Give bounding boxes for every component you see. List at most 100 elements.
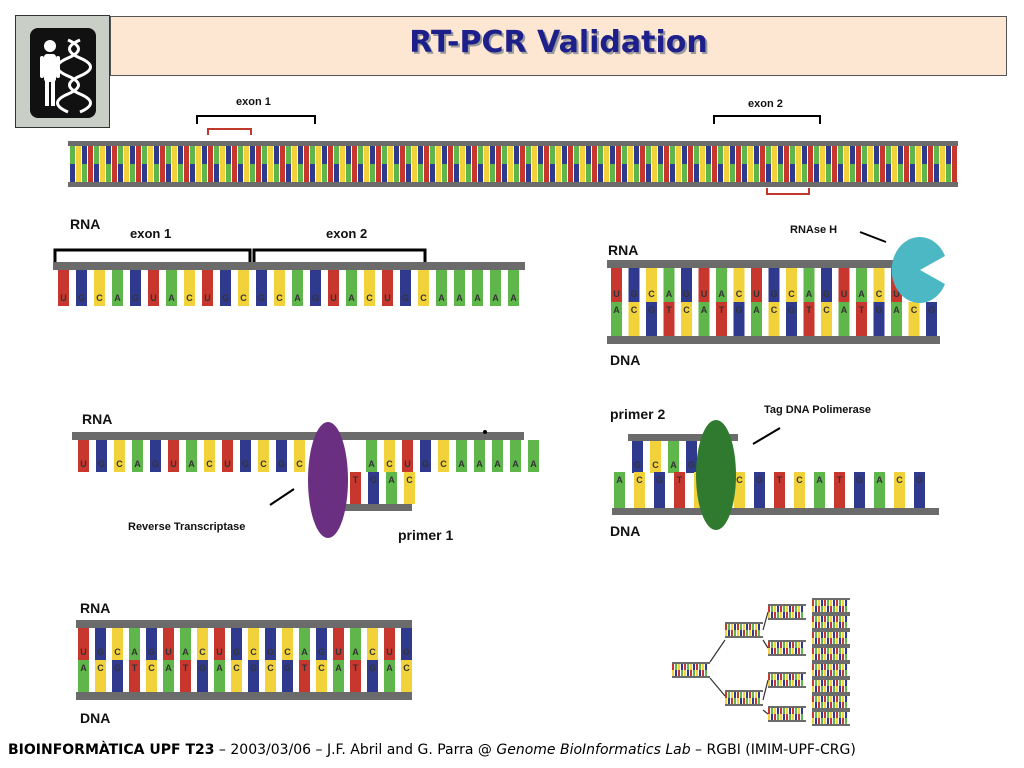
- pcr-branch: [709, 677, 726, 697]
- pcr-cycle4-7-base: [824, 712, 826, 718]
- genome-base: [688, 164, 693, 182]
- rt-rna-letter: C: [206, 459, 213, 469]
- pcr-cycle4-0-base: [839, 606, 841, 612]
- pcr-cycle4-1-base: [827, 616, 829, 622]
- pcr-cycle4-1-base: [824, 622, 826, 628]
- genome-base: [946, 164, 951, 182]
- pcr-cycle2b-base: [752, 698, 754, 704]
- pcr-cycle4-7-base: [833, 718, 835, 724]
- rnase-rna-letter: C: [648, 289, 655, 299]
- pcr-cycle2a-base: [740, 624, 742, 630]
- pcr-cycle4-1-base: [842, 622, 844, 628]
- mrna-letter: U: [60, 293, 67, 303]
- pcr-cycle4-0-base: [818, 600, 820, 606]
- genome-base: [772, 164, 777, 182]
- hyb-rna-letter: A: [131, 647, 138, 657]
- rt-rna-base: [204, 440, 215, 472]
- rnase-dna-base: [803, 302, 815, 336]
- pcr-cycle4-3-base: [842, 648, 844, 654]
- pcr-cycle4-5-base: [830, 686, 832, 692]
- rnase-dna-base: [891, 302, 902, 336]
- pcr-cycle2b-base: [734, 692, 736, 698]
- pcr-cycle3-0-base: [771, 606, 773, 612]
- mrna-base: [364, 270, 375, 306]
- pcr-cycle3-1-base: [777, 648, 779, 654]
- genome-base: [928, 146, 933, 164]
- pcr-cycle2b-base: [758, 698, 760, 704]
- pcr-cycle2b-base: [731, 692, 733, 698]
- mrna-base: [418, 270, 429, 306]
- rt-rna-base: [474, 440, 485, 472]
- genome-base: [502, 164, 507, 182]
- genome-base: [562, 164, 567, 182]
- pcr-cycle4-1-base: [845, 622, 847, 628]
- genome-base: [454, 146, 459, 164]
- rt-rna-letter: A: [134, 459, 141, 469]
- genome-base: [100, 164, 105, 182]
- pcr-cycle3-2-base: [792, 680, 794, 686]
- genome-base: [892, 164, 897, 182]
- rnase-rna-letter: A: [666, 289, 673, 299]
- pcr-cycle3-2-base: [795, 674, 797, 680]
- pcr-cycle4-1-base: [839, 622, 841, 628]
- pcr-cycle4-1-top: [812, 614, 850, 616]
- rnase-dna-letter: T: [719, 305, 725, 315]
- pcr-cycle3-0-base: [801, 606, 803, 612]
- genome-base: [370, 164, 375, 182]
- genome-base: [448, 146, 453, 164]
- pcr-cycle4-7-base: [818, 718, 820, 724]
- genome-base: [880, 146, 885, 164]
- pcr-cycle4-7-base: [833, 712, 835, 718]
- pcr-cycle2b-base: [758, 692, 760, 698]
- genome-base: [94, 164, 99, 182]
- genome-base: [754, 164, 759, 182]
- mrna-base: [274, 270, 285, 306]
- exon1-label-a: exon 1: [130, 226, 172, 241]
- pcr-cycle4-3-base: [815, 648, 817, 654]
- rt-rna-letter: G: [422, 459, 429, 469]
- genome-base: [676, 164, 681, 182]
- mrna-letter: C: [186, 293, 193, 303]
- rnase-dna-letter: G: [788, 305, 795, 315]
- rnase-dna-base: [716, 302, 727, 336]
- rnase-rna-letter: G: [770, 289, 777, 299]
- pcr-branch: [709, 639, 726, 663]
- genome-base: [790, 164, 795, 182]
- pcr-cycle3-2-base: [786, 680, 788, 686]
- genome-base: [592, 146, 597, 164]
- genome-base: [82, 164, 87, 182]
- genome-base: [274, 146, 279, 164]
- rt-rna-letter: A: [494, 459, 501, 469]
- exon1-bracket: [53, 248, 252, 262]
- genome-base: [430, 146, 435, 164]
- hyb-dna-letter: T: [302, 663, 308, 673]
- hyb-rna-letter: G: [233, 647, 240, 657]
- pcr-cycle4-1-base: [833, 622, 835, 628]
- pcr-cycle4-0-base: [824, 606, 826, 612]
- hyb-dna-base: [214, 660, 225, 692]
- pcr-cycle4-3-base: [830, 654, 832, 660]
- genome-base: [310, 146, 315, 164]
- genome-base: [916, 146, 921, 164]
- pcr-cycle4-6-base: [833, 696, 835, 702]
- pcr-cycle4-2-base: [839, 638, 841, 644]
- genome-base: [898, 164, 903, 182]
- pol-dna-base: [834, 472, 845, 508]
- pcr-cycle4-0-bottom: [812, 612, 850, 614]
- rnase-dna-letter: G: [928, 305, 935, 315]
- pcr-cycle3-3-base: [771, 708, 773, 714]
- rt-rna-base: [168, 440, 179, 472]
- pcr-cycle3-3-base: [777, 714, 779, 720]
- mrna-letter: G: [132, 293, 139, 303]
- pcr-cycle2a-base: [734, 624, 736, 630]
- pcr-cycle4-4-top: [812, 662, 850, 664]
- pcr-cycle4-3-bottom: [812, 660, 850, 662]
- genome-base: [760, 146, 765, 164]
- pcr-cycle4-0-base: [827, 606, 829, 612]
- pcr-cycle4-1-base: [821, 616, 823, 622]
- pcr-cycle4-0-base: [830, 600, 832, 606]
- pcr-cycle3-3-base: [786, 714, 788, 720]
- pcr-cycle4-6-base: [824, 696, 826, 702]
- genome-base: [904, 164, 909, 182]
- genome-base: [616, 146, 621, 164]
